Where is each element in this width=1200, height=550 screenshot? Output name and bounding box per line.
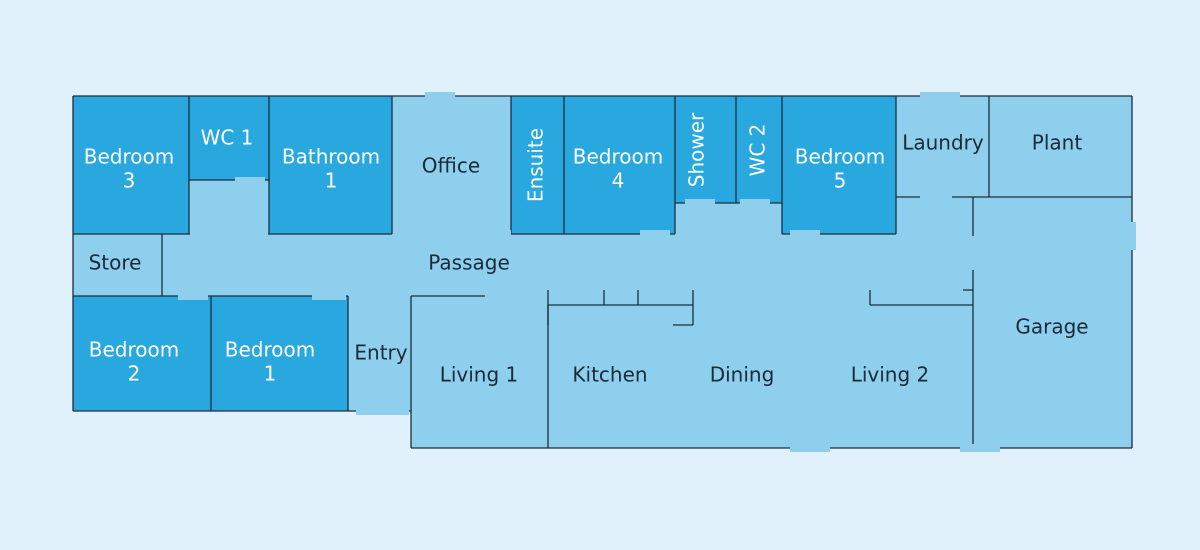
label-bedroom-3: Bedroom — [84, 145, 174, 169]
label-bathroom-1: Bathroom — [282, 145, 380, 169]
room-wc-2 — [736, 96, 782, 203]
label-entry: Entry — [354, 341, 407, 365]
room-bedroom-2 — [73, 296, 211, 411]
label-bedroom-2: Bedroom — [89, 338, 179, 362]
room-ensuite — [511, 96, 564, 234]
label-office: Office — [422, 154, 480, 178]
label-passage: Passage — [428, 251, 510, 275]
room-bedroom-4 — [564, 96, 675, 234]
label-bedroom-2-number: 2 — [128, 362, 141, 386]
label-kitchen: Kitchen — [572, 363, 647, 387]
door-openings — [178, 92, 1136, 452]
label-plant: Plant — [1032, 131, 1083, 155]
label-living-1: Living 1 — [440, 363, 519, 387]
room-bedroom-5 — [782, 96, 896, 234]
label-ensuite: Ensuite — [524, 128, 548, 202]
room-bedroom-1 — [211, 296, 348, 411]
label-bedroom-3-number: 3 — [123, 169, 136, 193]
label-shower: Shower — [685, 112, 709, 187]
label-store: Store — [89, 251, 142, 275]
label-wc-1: WC 1 — [201, 126, 254, 150]
label-dining: Dining — [710, 363, 775, 387]
label-living-2: Living 2 — [851, 363, 930, 387]
label-bedroom-1-number: 1 — [264, 362, 277, 386]
room-bedroom-3 — [73, 96, 189, 234]
room-bathroom-1 — [269, 96, 392, 234]
label-bedroom-1: Bedroom — [225, 338, 315, 362]
label-bedroom-4-number: 4 — [612, 169, 625, 193]
label-bedroom-5-number: 5 — [834, 169, 847, 193]
label-bathroom-1-number: 1 — [325, 169, 338, 193]
label-bedroom-4: Bedroom — [573, 145, 663, 169]
room-labels: Bedroom 3 WC 1 Bathroom 1 Office Ensuite… — [84, 112, 1089, 387]
dark-rooms — [73, 96, 896, 411]
living-wing-base — [411, 296, 1132, 448]
label-laundry: Laundry — [902, 131, 984, 155]
label-wc-2: WC 2 — [746, 124, 770, 177]
label-bedroom-5: Bedroom — [795, 145, 885, 169]
room-shower — [675, 96, 736, 203]
room-wc-1 — [189, 96, 269, 180]
label-garage: Garage — [1015, 315, 1088, 339]
